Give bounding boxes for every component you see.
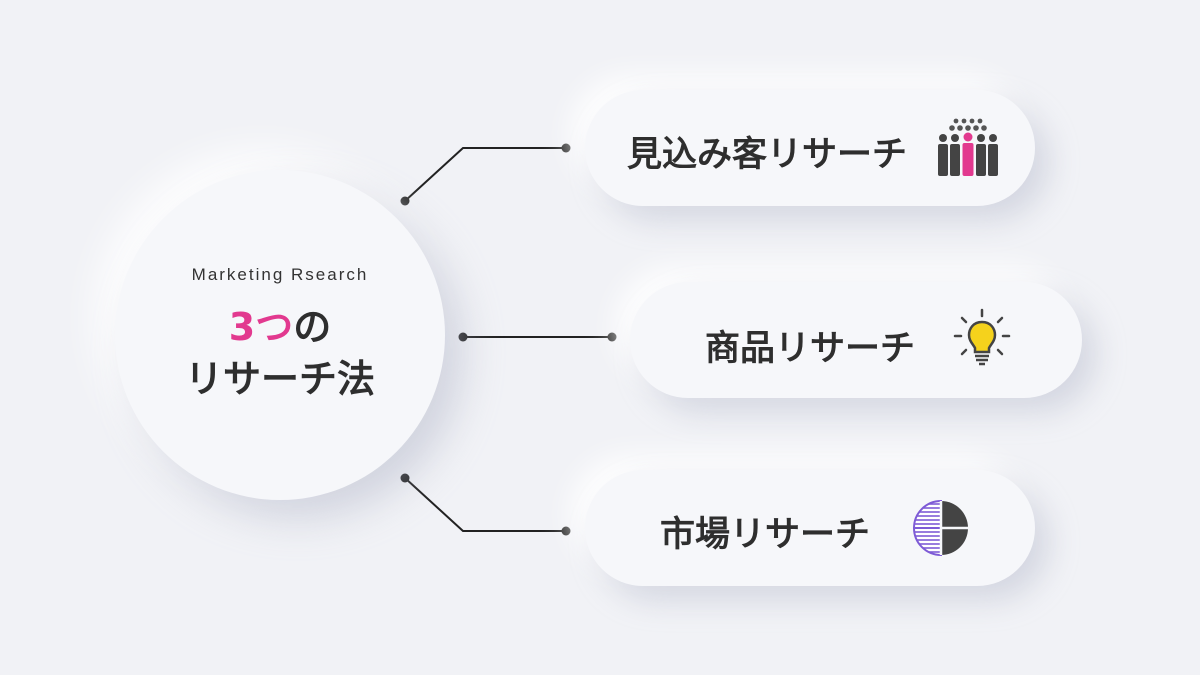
hub-title-rest: の [293,305,332,349]
hub-circle: Marketing Rsearch 3つの リサーチ法 [115,170,445,500]
branch-label: 見込み客リサーチ [627,135,908,175]
hub-title-line2: リサーチ法 [184,357,375,401]
hub-title: 3つの リサーチ法 [185,301,375,405]
connector-dot [561,526,571,536]
branch-label: 商品リサーチ [705,329,916,369]
connector-dot [607,332,617,342]
connector-dot [561,143,571,153]
connector-dot [400,196,410,206]
people-group-icon [937,118,999,182]
connector-dot [400,473,410,483]
connector-bottom [404,477,566,532]
branch-product-research: 商品リサーチ [630,282,1082,398]
lightbulb-icon [952,308,1012,374]
hub-title-line1: 3つの [185,301,375,353]
pie-chart-icon [911,498,971,562]
connector-top [404,147,566,202]
branch-prospect-research: 見込み客リサーチ [585,90,1035,206]
connector-dot [458,332,468,342]
hub-subtitle: Marketing Rsearch [191,265,369,284]
hub-title-accent: 3つ [228,305,294,349]
branch-market-research: 市場リサーチ [585,470,1035,586]
branch-label: 市場リサーチ [660,515,871,555]
